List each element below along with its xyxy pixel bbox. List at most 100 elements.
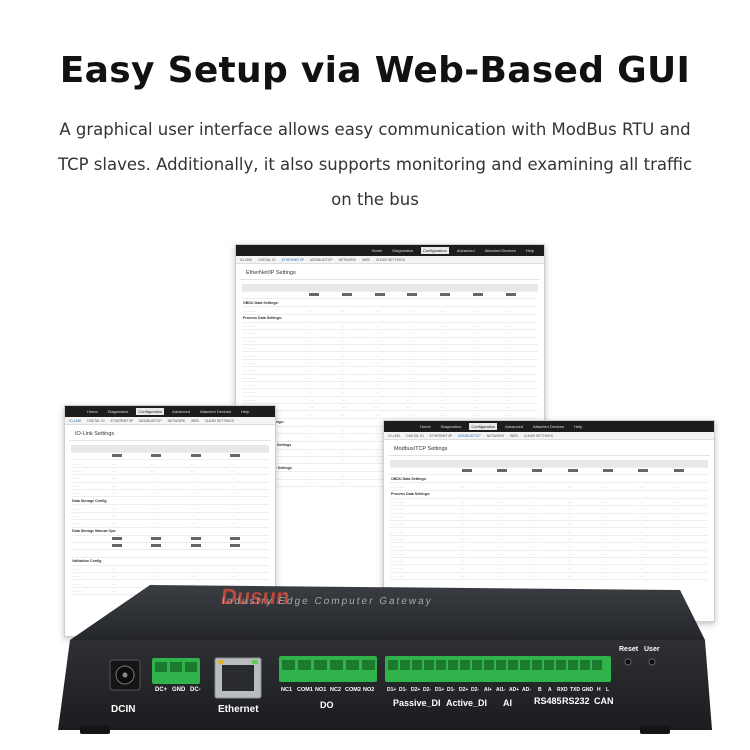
subnav-modbus-tcp[interactable]: MODBUS/TCP xyxy=(310,257,333,262)
device-top-face xyxy=(70,585,705,640)
subnav-digital-io[interactable]: DIGITAL IO xyxy=(406,433,424,438)
label-do-nc2: NC2 xyxy=(330,687,342,693)
subnav-ethernet-ip[interactable]: ETHERNET/IP xyxy=(110,418,134,423)
page-description: A graphical user interface allows easy c… xyxy=(57,120,693,209)
subnav-network[interactable]: NETWORK xyxy=(167,418,185,423)
label-do-com1: COM1 xyxy=(297,687,313,693)
label-io-8: AI+ xyxy=(484,687,492,693)
label-io-16: GND xyxy=(582,687,594,693)
label-do-com2: COM2 xyxy=(345,687,361,693)
label-io-15: TXD xyxy=(570,687,580,693)
sub-nav: IO-LINK DIGITAL IO ETHERNET/IP MODBUS/TC… xyxy=(236,256,544,264)
label-io-18: L xyxy=(606,687,610,693)
nav-advanced[interactable]: Advanced xyxy=(456,248,475,253)
label-rs485: RS485 xyxy=(534,696,562,706)
label-io-0: D1+ xyxy=(387,687,397,693)
user-button[interactable] xyxy=(648,658,656,666)
sub-nav: IO-LINK DIGITAL IO ETHERNET/IP MODBUS/TC… xyxy=(384,432,714,440)
label-io-10: AD+ xyxy=(509,687,520,693)
label-io-13: A xyxy=(548,687,552,693)
screenshot-modbus-tcp-settings: Home Diagnostics Configuration Advanced … xyxy=(383,420,715,622)
label-passive-di: Passive_DI xyxy=(393,698,441,708)
nav-attached-devices[interactable]: Attached Devices xyxy=(199,409,232,414)
label-user: User xyxy=(644,646,660,653)
nav-attached-devices[interactable]: Attached Devices xyxy=(532,424,565,429)
label-io-5: D1- xyxy=(447,687,456,693)
label-gnd: GND xyxy=(172,687,186,693)
label-rs232: RS232 xyxy=(562,696,590,706)
subnav-modbus-tcp[interactable]: MODBUS/TCP xyxy=(139,418,162,423)
nav-home[interactable]: Home xyxy=(371,248,383,253)
subnav-digital-io[interactable]: DIGITAL IO xyxy=(258,257,276,262)
nav-help[interactable]: Help xyxy=(241,409,250,414)
subnav-digital-io[interactable]: DIGITAL IO xyxy=(87,418,105,423)
subnav-clear-settings[interactable]: CLEAR SETTINGS xyxy=(523,433,553,438)
label-ethernet: Ethernet xyxy=(218,704,259,715)
nav-diagnostics[interactable]: Diagnostics xyxy=(107,409,129,414)
label-io-12: B xyxy=(538,687,542,693)
nav-attached-devices[interactable]: Attached Devices xyxy=(484,248,516,253)
nav-configuration[interactable]: Configuration xyxy=(469,423,498,430)
device-front-face xyxy=(58,640,712,730)
label-io-1: D1- xyxy=(399,687,408,693)
subnav-ethernet-ip[interactable]: ETHERNET/IP xyxy=(281,257,305,262)
subnav-ethernet-ip[interactable]: ETHERNET/IP xyxy=(429,433,453,438)
brand-logo: Dusun xyxy=(219,584,291,609)
subnav-io-link[interactable]: IO-LINK xyxy=(240,257,253,262)
subnav-clear-settings[interactable]: CLEAR SETTINGS xyxy=(204,418,234,423)
subnav-clear-settings[interactable]: CLEAR SETTINGS xyxy=(375,257,405,262)
label-active-di: Active_DI xyxy=(446,698,488,708)
dc-jack-pin xyxy=(122,672,128,678)
nav-advanced[interactable]: Advanced xyxy=(505,424,523,429)
top-nav: Home Diagnostics Configuration Advanced … xyxy=(236,245,544,256)
section-label: Process Data Settings: xyxy=(390,490,708,499)
subnav-network[interactable]: NETWORK xyxy=(338,257,356,262)
subnav-io-link[interactable]: IO-LINK xyxy=(388,433,401,438)
section-label: OBDU Data Settings: xyxy=(242,298,538,308)
label-dc-plus: DC+ xyxy=(155,687,168,693)
panel-title: IO-Link Settings xyxy=(69,425,271,441)
device-foot xyxy=(80,726,110,734)
page-heading: Easy Setup via Web-Based GUI xyxy=(59,50,691,91)
ethernet-socket xyxy=(222,665,254,691)
label-dcin: DCIN xyxy=(111,704,136,715)
nav-configuration[interactable]: Configuration xyxy=(421,247,449,254)
top-nav: Home Diagnostics Configuration Advanced … xyxy=(384,421,714,432)
subnav-web[interactable]: WEB xyxy=(361,257,370,262)
section-label: OBDU Data Settings: xyxy=(390,474,708,484)
label-io-14: RXD xyxy=(557,687,568,693)
subnav-network[interactable]: NETWORK xyxy=(486,433,504,438)
label-can: CAN xyxy=(594,696,614,706)
nav-diagnostics[interactable]: Diagnostics xyxy=(440,424,462,429)
label-do-no1: NO1 xyxy=(315,687,327,693)
nav-home[interactable]: Home xyxy=(87,409,98,414)
label-dc-minus: DC- xyxy=(190,687,201,693)
section-label: Data Storage Manual Ops xyxy=(71,527,269,536)
label-io-6: D2+ xyxy=(459,687,469,693)
subnav-io-link[interactable]: IO-LINK xyxy=(69,418,82,423)
nav-home[interactable]: Home xyxy=(420,424,431,429)
panel-title: Modbus/TCP Settings xyxy=(388,440,710,456)
section-label: Process Data Settings: xyxy=(242,314,538,323)
label-do-no2: NO2 xyxy=(363,687,375,693)
reset-button[interactable] xyxy=(624,658,632,666)
nav-help[interactable]: Help xyxy=(525,248,534,253)
section-label: Data Storage Config xyxy=(71,496,269,506)
label-ai: AI xyxy=(503,698,512,708)
nav-advanced[interactable]: Advanced xyxy=(172,409,190,414)
nav-help[interactable]: Help xyxy=(574,424,583,429)
label-io-7: D2- xyxy=(471,687,480,693)
label-io-3: D2- xyxy=(423,687,432,693)
section-label: Validation Config xyxy=(71,557,269,566)
subnav-web[interactable]: WEB xyxy=(190,418,199,423)
top-nav: Home Diagnostics Configuration Advanced … xyxy=(65,406,275,417)
label-io-9: AI1- xyxy=(496,687,506,693)
nav-diagnostics[interactable]: Diagnostics xyxy=(392,248,414,253)
nav-configuration[interactable]: Configuration xyxy=(136,408,165,415)
subnav-modbus-tcp[interactable]: MODBUS/TCP xyxy=(458,433,481,438)
label-io-2: D2+ xyxy=(411,687,421,693)
subnav-web[interactable]: WEB xyxy=(509,433,518,438)
label-io-4: D1+ xyxy=(435,687,445,693)
label-do-nc1: NC1 xyxy=(281,687,293,693)
